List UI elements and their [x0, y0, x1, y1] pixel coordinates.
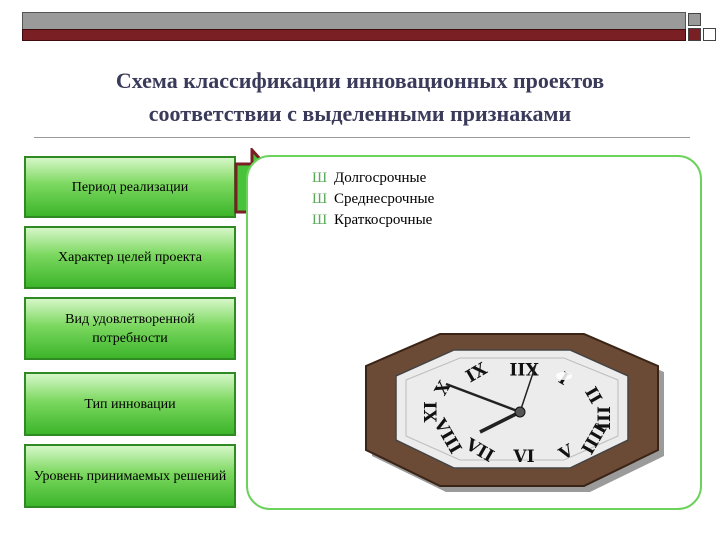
- category-decision-level[interactable]: Уровень принимаемых решений: [24, 444, 236, 508]
- category-need-type[interactable]: Вид удовлетворенной потребности: [24, 297, 236, 360]
- category-label: Период реализации: [71, 179, 189, 195]
- clock-second-hand: [519, 363, 537, 413]
- clock-hour-hand: [479, 410, 521, 434]
- list-item: Ш Среднесрочные: [312, 189, 434, 210]
- bullet-icon: Ш: [312, 212, 328, 228]
- header-red-bar: [22, 29, 686, 41]
- title-line-1: Схема классификации инновационных проект…: [115, 68, 605, 93]
- category-label: Вид удовлетворенной потребности: [65, 311, 195, 346]
- category-period[interactable]: Период реализации: [24, 156, 236, 218]
- period-list: Ш Долгосрочные Ш Среднесрочные Ш Краткос…: [312, 168, 434, 231]
- category-goals[interactable]: Характер целей проекта: [24, 226, 236, 289]
- clock-numeral: XII: [509, 358, 538, 378]
- list-item-text: Среднесрочные: [334, 191, 435, 207]
- category-innovation-type[interactable]: Тип инновации: [24, 372, 236, 436]
- title-divider: [34, 137, 690, 138]
- clock-numeral: IX: [419, 401, 439, 423]
- header-gray-bar: [22, 12, 686, 30]
- category-label: Характер целей проекта: [58, 250, 202, 265]
- title-line-2: соответствии с выделенными признаками: [148, 101, 572, 126]
- clock-icon: XII I II III IIII V VI VII VIII IX X XI: [365, 333, 664, 492]
- clock-numeral: III: [595, 406, 615, 430]
- bullet-icon: Ш: [312, 191, 328, 207]
- slide-title: Схема классификации инновационных проект…: [20, 64, 700, 130]
- list-item: Ш Долгосрочные: [312, 168, 434, 189]
- corner-square-white: [703, 28, 716, 41]
- clock-numeral: VI: [512, 447, 534, 467]
- list-item-text: Краткосрочные: [334, 212, 433, 228]
- list-item: Ш Краткосрочные: [312, 210, 434, 231]
- corner-square-red: [688, 28, 701, 41]
- bullet-icon: Ш: [312, 170, 328, 186]
- category-label: Тип инновации: [84, 396, 176, 412]
- corner-square-gray: [688, 13, 701, 26]
- category-label: Уровень принимаемых решений: [33, 468, 227, 484]
- clock-minute-hand: [445, 382, 521, 414]
- list-item-text: Долгосрочные: [334, 170, 427, 186]
